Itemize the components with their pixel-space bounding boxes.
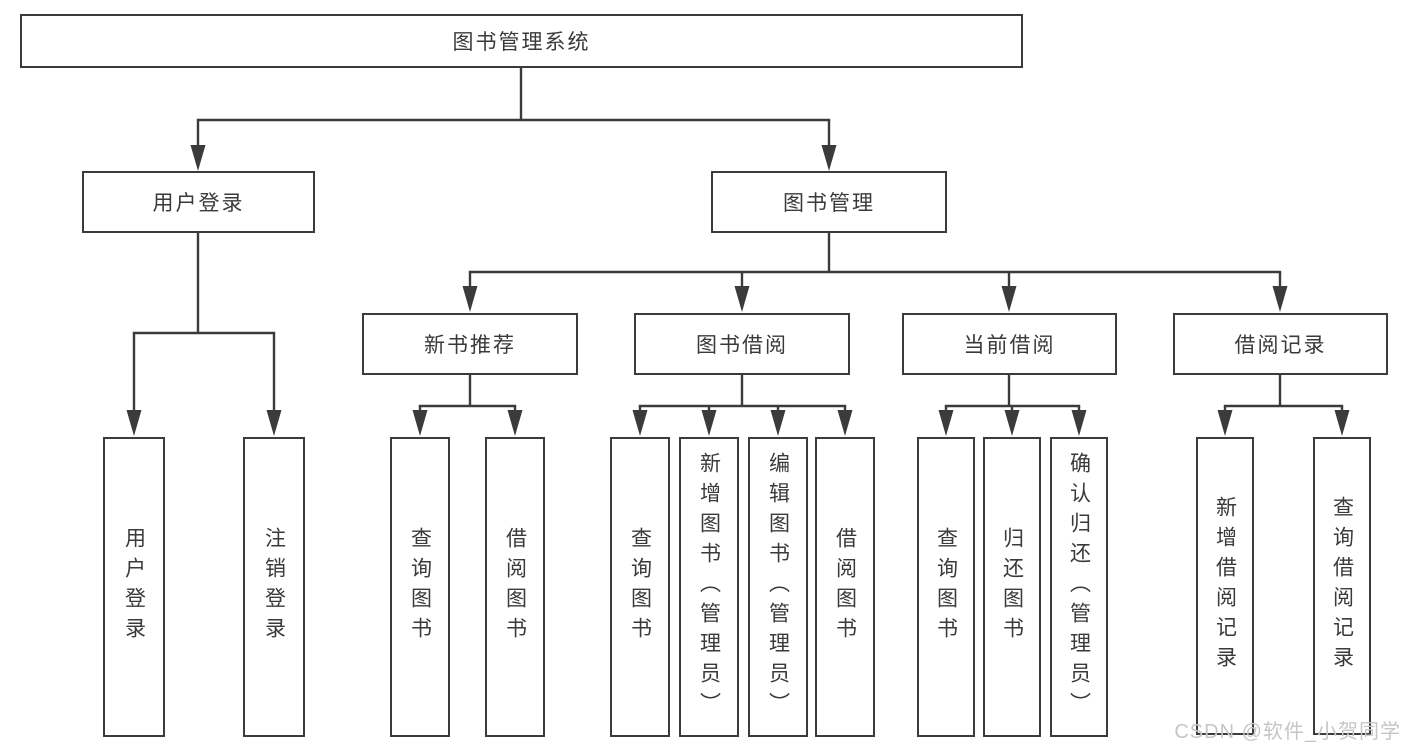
node-label: 用户登录 [152, 192, 245, 215]
node-label: 图书借阅 [696, 334, 788, 357]
node-book-management: 图书管理 [711, 171, 947, 233]
leaf-nbr-query-books: 查询图书 [390, 437, 450, 737]
node-label: 用户登录 [122, 527, 146, 647]
node-label: 借阅图书 [503, 527, 527, 647]
leaf-bb-borrow-books: 借阅图书 [815, 437, 875, 737]
csdn-watermark: CSDN @软件_小贺同学 [1174, 721, 1401, 743]
node-label: 当前借阅 [963, 334, 1056, 357]
leaf-logout-login: 注销登录 [243, 437, 305, 737]
leaf-cb-return-books: 归还图书 [983, 437, 1041, 737]
node-new-book-recommendation: 新书推荐 [362, 313, 578, 375]
leaf-cb-confirm-return-admin: 确认归还（管理员） [1050, 437, 1108, 737]
node-user-login: 用户登录 [82, 171, 315, 233]
node-label: 图书管理系统 [452, 31, 591, 54]
leaf-nbr-borrow-books: 借阅图书 [485, 437, 545, 737]
node-label: 查询图书 [408, 527, 432, 647]
leaf-bb-edit-books-admin: 编辑图书（管理员） [748, 437, 808, 737]
leaf-br-add-record: 新增借阅记录 [1196, 437, 1254, 735]
node-label: 新增图书（管理员） [697, 452, 721, 722]
leaf-bb-add-books-admin: 新增图书（管理员） [679, 437, 739, 737]
node-label: 注销登录 [262, 527, 286, 647]
node-borrowing-records: 借阅记录 [1173, 313, 1388, 375]
node-label: 借阅记录 [1234, 334, 1327, 357]
leaf-cb-query-books: 查询图书 [917, 437, 975, 737]
leaf-user-login: 用户登录 [103, 437, 165, 737]
leaf-bb-query-books: 查询图书 [610, 437, 670, 737]
node-label: 查询图书 [934, 527, 958, 647]
node-label: 借阅图书 [833, 527, 857, 647]
node-book-borrowing: 图书借阅 [634, 313, 850, 375]
node-current-borrowing: 当前借阅 [902, 313, 1117, 375]
node-label: 确认归还（管理员） [1067, 452, 1091, 722]
node-label: 归还图书 [1000, 527, 1024, 647]
node-label: 查询图书 [628, 527, 652, 647]
node-label: 编辑图书（管理员） [766, 452, 790, 722]
node-label: 新增借阅记录 [1213, 496, 1237, 676]
node-label: 查询借阅记录 [1330, 496, 1354, 676]
node-library-management-system: 图书管理系统 [20, 14, 1023, 68]
node-label: 图书管理 [783, 192, 875, 215]
node-label: 新书推荐 [424, 334, 516, 357]
leaf-br-query-record: 查询借阅记录 [1313, 437, 1371, 735]
